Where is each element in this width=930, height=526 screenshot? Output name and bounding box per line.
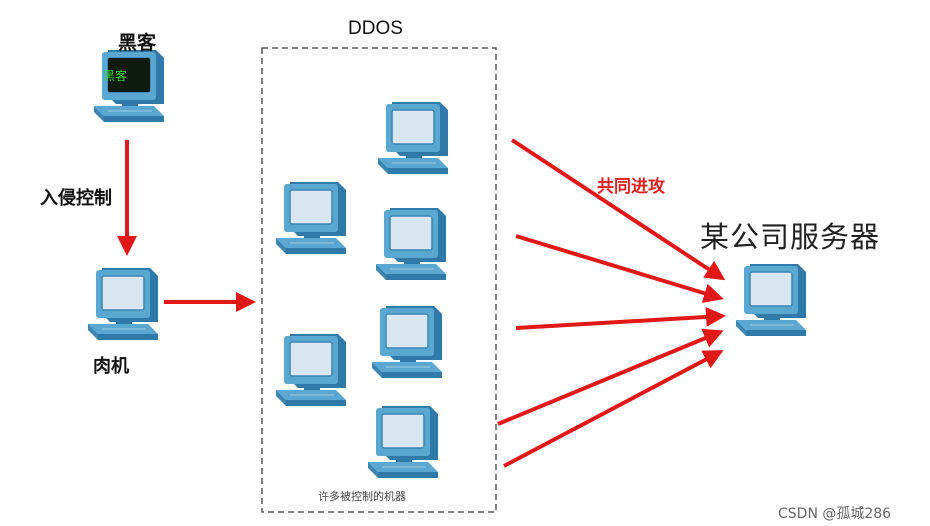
watermark-text: CSDN @孤城286 [778,506,892,522]
controlled-computer-icon [377,101,449,175]
controlled-computer-icon [275,333,347,407]
attack-arrow [515,234,724,303]
target-server-label: 某公司服务器 [700,220,881,254]
hacker-label: 黑客 [118,32,157,54]
zombie-label: 肉机 [93,356,129,377]
attack-arrow [497,328,724,426]
hacker-screen-text: 黑客 [103,68,127,83]
ddos-boundary [261,47,497,513]
attack-arrow [503,350,724,468]
controlled-computer-icon [375,207,447,281]
controlled-computer-icon [371,305,443,379]
invade-control-label: 入侵控制 [40,188,112,209]
controlled-machines-caption: 许多被控制的机器 [318,490,406,503]
hacker-computer-icon [93,49,165,123]
zombie-computer-icon [87,267,159,341]
server-computer-icon [735,263,807,337]
controlled-computer-icon [367,405,439,479]
controlled-computer-icon [275,181,347,255]
attack-arrow [510,138,726,281]
ddos-label: DDOS [348,18,403,39]
attack-arrow [515,306,726,330]
joint-attack-label: 共同进攻 [597,177,665,197]
